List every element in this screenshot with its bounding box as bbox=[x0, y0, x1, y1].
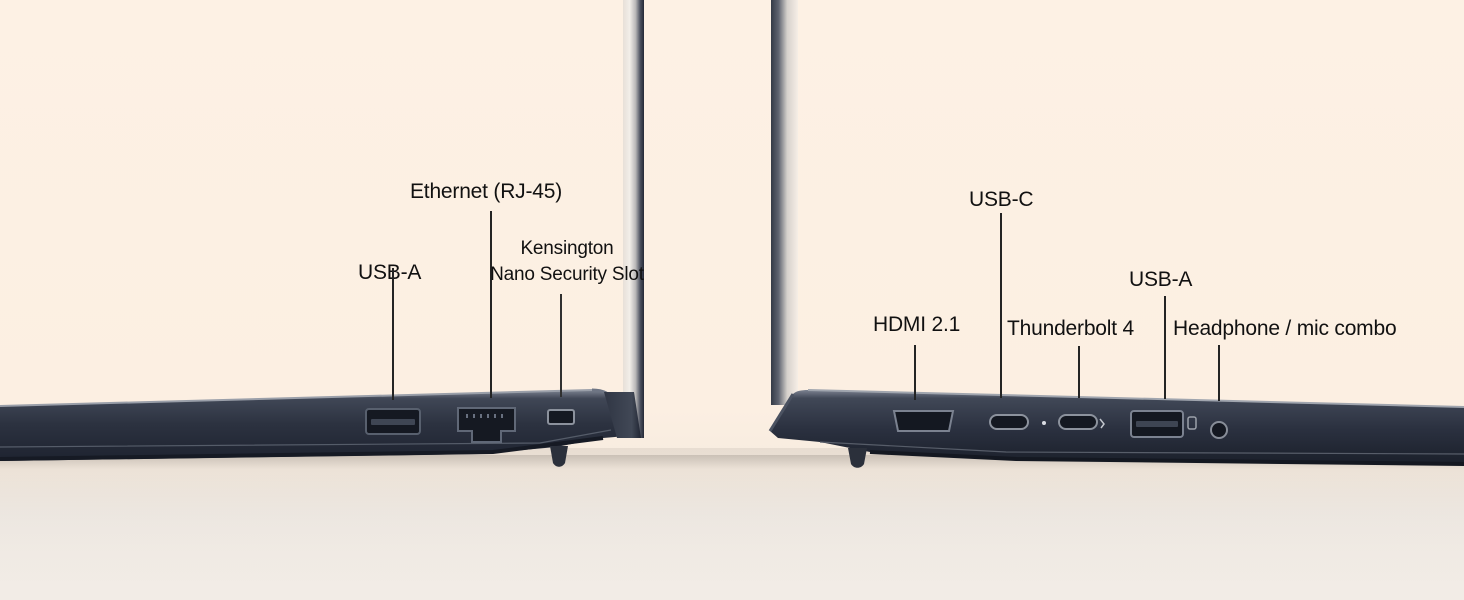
usb-c-callout-line bbox=[1000, 213, 1002, 398]
left-usb-a-callout-line bbox=[392, 268, 394, 400]
kensington-label-line1: Kensington bbox=[520, 238, 614, 259]
usb-c-label: USB-C bbox=[969, 188, 1034, 211]
kensington-label-line2: Nano Security Slot bbox=[490, 264, 644, 285]
headphone-mic-callout-line bbox=[1218, 345, 1220, 401]
right-usb-a-label: USB-A bbox=[1129, 268, 1193, 291]
hdmi-label: HDMI 2.1 bbox=[873, 313, 961, 336]
headphone-mic-label: Headphone / mic combo bbox=[1173, 317, 1397, 340]
thunderbolt-label: Thunderbolt 4 bbox=[1007, 317, 1134, 340]
ethernet-label: Ethernet (RJ-45) bbox=[410, 180, 563, 203]
floor-shadow bbox=[0, 448, 1464, 600]
kensington-label: Kensington Nano Security Slot bbox=[478, 236, 656, 288]
left-laptop-lid bbox=[623, 0, 644, 438]
right-usb-a-callout-line bbox=[1164, 296, 1166, 399]
ethernet-callout-line bbox=[490, 211, 492, 398]
left-usb-a-label: USB-A bbox=[358, 261, 422, 284]
thunderbolt-callout-line bbox=[1078, 346, 1080, 398]
kensington-callout-line bbox=[560, 294, 562, 397]
hdmi-callout-line bbox=[914, 345, 916, 400]
right-laptop-lid bbox=[771, 0, 798, 405]
